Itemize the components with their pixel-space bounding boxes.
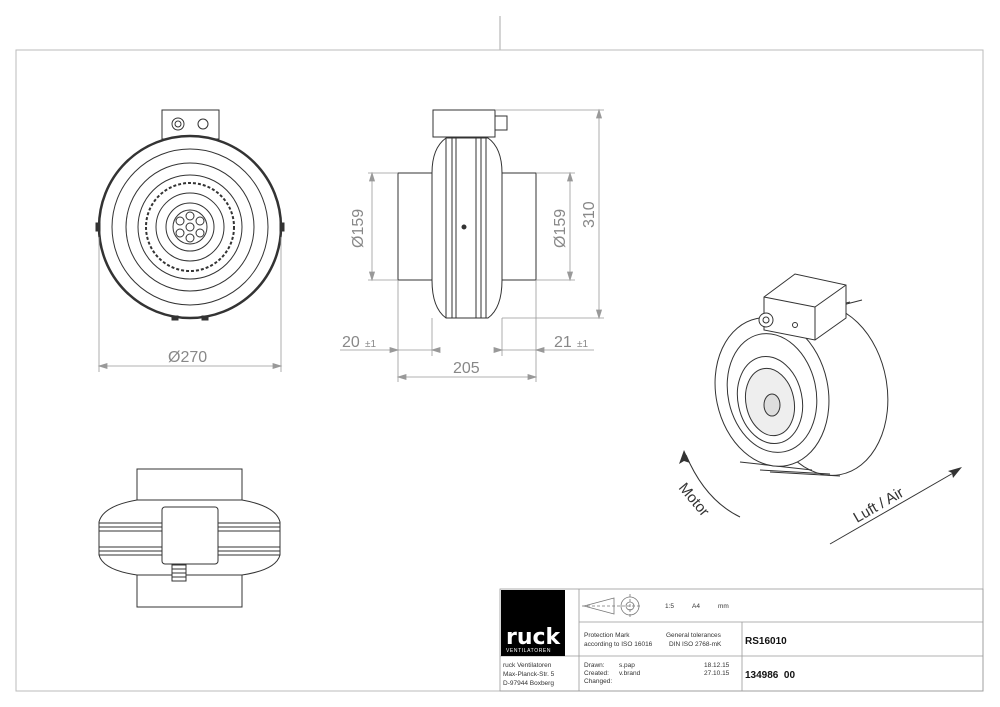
iso-terminal-box	[763, 273, 847, 341]
inlet-spigot-label: 20	[342, 334, 360, 351]
tolerances-standard: DIN ISO 2768-mK	[669, 641, 722, 648]
tolerances-label: General tolerances	[666, 632, 722, 639]
top-inlet-spigot	[136, 468, 243, 501]
unit-label: mm	[718, 603, 729, 610]
scale-value: 1:5	[665, 603, 674, 610]
changed-label: Changed:	[584, 678, 612, 685]
top-view	[98, 468, 281, 608]
top-outlet-spigot	[136, 574, 243, 608]
paper-size: A4	[692, 603, 700, 610]
created-by: v.brand	[619, 670, 641, 677]
cable-gland	[494, 115, 508, 131]
motor-rotation-arrow	[679, 450, 741, 518]
top-terminal-box	[161, 506, 219, 565]
logo-subtitle: VENTILATOREN	[506, 648, 551, 654]
outlet-spigot	[501, 172, 537, 281]
air-label: Luft / Air	[851, 484, 907, 526]
drawn-date: 18.12.15	[704, 662, 730, 669]
address-street: Max-Planck-Str. 5	[503, 671, 555, 678]
created-label: Created:	[584, 670, 609, 677]
drawn-by: s.pap	[619, 662, 635, 669]
cable-gland-icon	[171, 117, 185, 131]
side-dimensions	[340, 108, 604, 382]
side-housing	[431, 137, 503, 319]
side-terminal-box	[432, 109, 496, 138]
airflow-arrow	[829, 467, 962, 545]
front-view	[95, 109, 285, 321]
address-city: D-97944 Boxberg	[503, 680, 554, 687]
front-terminal-box	[161, 109, 220, 140]
sheet-border	[15, 49, 984, 692]
company-logo	[501, 590, 565, 656]
isometric-view	[714, 273, 889, 477]
created-date: 27.10.15	[704, 670, 730, 677]
front-diameter-label: Ø270	[168, 349, 207, 366]
side-view	[397, 109, 537, 319]
motor-hub	[165, 202, 215, 252]
motor-label: Motor	[675, 480, 713, 520]
inlet-tolerance-label: ±1	[365, 339, 376, 350]
height-label: 310	[581, 201, 598, 228]
screw-icon	[197, 118, 209, 130]
model-number: RS16010	[745, 636, 787, 647]
address-company: ruck Ventilatoren	[503, 662, 552, 669]
front-dimension	[97, 237, 283, 372]
logo-text: ruck	[506, 625, 562, 650]
inlet-diameter-label: Ø159	[350, 209, 367, 248]
length-label: 205	[453, 360, 480, 377]
protection-mark: Protection Mark	[584, 632, 630, 639]
drawn-label: Drawn:	[584, 662, 605, 669]
outlet-tolerance-label: ±1	[577, 339, 588, 350]
drawing-number: 134986 00	[745, 670, 795, 681]
protection-standard: according to ISO 16016	[584, 641, 653, 648]
impeller	[145, 182, 235, 272]
projection-symbol-icon	[582, 594, 642, 618]
outlet-diameter-label: Ø159	[552, 209, 569, 248]
inlet-spigot	[397, 172, 433, 281]
outlet-spigot-label: 21	[554, 334, 572, 351]
title-block	[499, 588, 984, 692]
